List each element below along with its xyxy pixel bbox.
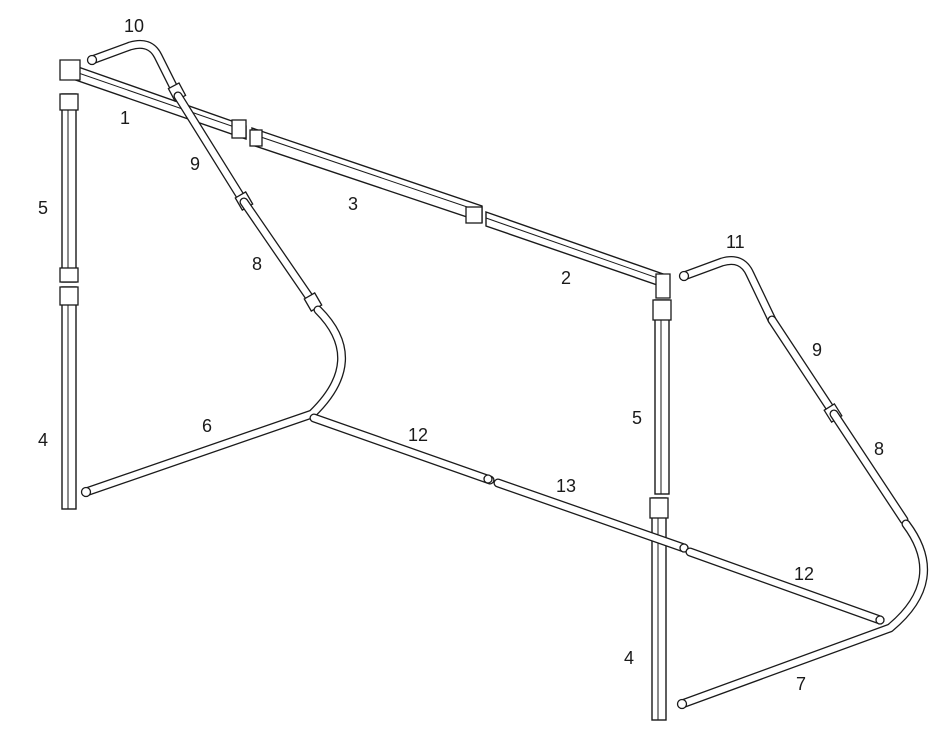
label-part-5-right: 5 (632, 408, 642, 428)
left-post-upper-5 (59, 93, 79, 283)
right-post-lower-4 (649, 497, 669, 721)
label-part-11: 11 (726, 232, 745, 252)
label-part-9-left: 9 (190, 154, 200, 174)
back-tube-12-left (309, 413, 495, 485)
label-part-8-right: 8 (874, 439, 884, 459)
crossbar-segment-2 (485, 211, 671, 299)
label-part-12-left: 12 (408, 425, 428, 445)
label-part-1: 1 (120, 108, 130, 128)
crossbar-segment-3 (249, 127, 483, 224)
label-part-13: 13 (556, 476, 576, 496)
crossbar-segment-1 (59, 59, 247, 140)
right-stay-upper-9 (767, 315, 843, 424)
back-tube-12-right (685, 547, 885, 625)
label-part-9-right: 9 (812, 340, 822, 360)
label-part-4-left: 4 (38, 430, 48, 450)
right-post-upper-5 (652, 299, 672, 495)
right-stay-lower-8 (829, 409, 909, 525)
label-part-6: 6 (202, 416, 212, 436)
label-part-2: 2 (561, 268, 571, 288)
label-part-7: 7 (796, 674, 806, 694)
left-base-bend-6 (80, 305, 346, 498)
label-part-10: 10 (124, 16, 144, 36)
right-base-bend-7 (676, 519, 929, 710)
label-part-3: 3 (348, 194, 358, 214)
right-top-bend-11 (678, 256, 777, 325)
left-post-lower-4 (59, 286, 79, 510)
label-part-5-left: 5 (38, 198, 48, 218)
label-part-8-left: 8 (252, 254, 262, 274)
label-part-12-right: 12 (794, 564, 814, 584)
label-part-4-right: 4 (624, 648, 634, 668)
